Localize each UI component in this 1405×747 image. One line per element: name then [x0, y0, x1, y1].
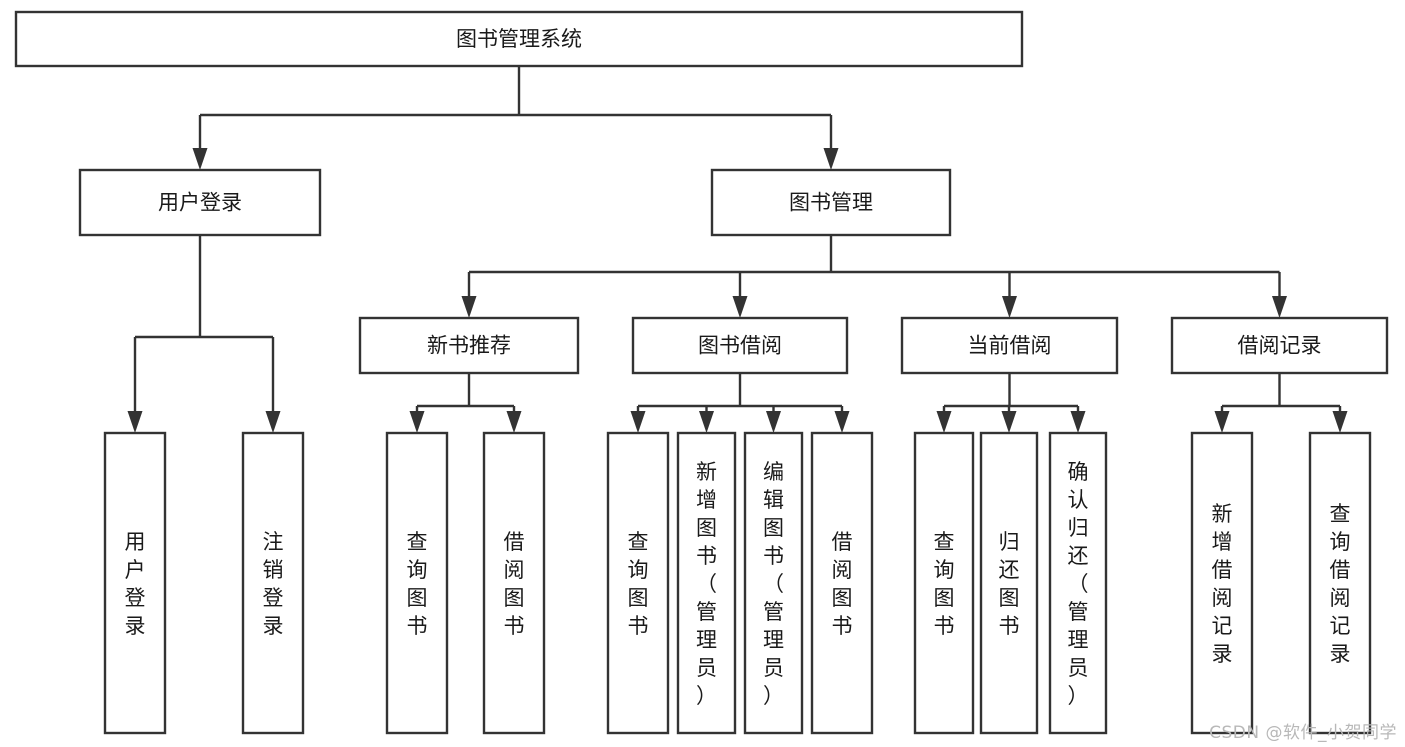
- connector-bus-current-borrow: [936, 373, 1086, 433]
- node-box[interactable]: [1170, 316, 1389, 375]
- node-label: 新增借阅记录: [1212, 502, 1233, 666]
- arrow-head-icon: [409, 411, 425, 433]
- node-borrow-record[interactable]: 借阅记录: [1170, 316, 1389, 375]
- connector-layer: [127, 66, 1348, 433]
- arrow-head-icon: [1272, 296, 1287, 318]
- arrow-head-icon: [936, 411, 952, 433]
- node-box[interactable]: [676, 431, 737, 735]
- node-leaf-user-login[interactable]: 用户登录: [103, 431, 167, 735]
- node-book-management[interactable]: 图书管理: [710, 168, 952, 237]
- node-book-borrow[interactable]: 图书借阅: [631, 316, 849, 375]
- node-label: 查询图书: [628, 530, 649, 638]
- node-leaf-confirm-return-admin[interactable]: 确认归还（管理员）: [1048, 431, 1108, 735]
- node-box[interactable]: [979, 431, 1039, 735]
- arrow-head-icon: [127, 411, 143, 433]
- node-label: 归还图书: [999, 530, 1020, 638]
- node-box[interactable]: [482, 431, 546, 735]
- connector-bus-root: [192, 66, 839, 170]
- node-label: 编辑图书（管理员）: [763, 460, 784, 708]
- arrow-head-icon: [192, 148, 208, 170]
- node-label: 图书借阅: [698, 334, 782, 358]
- arrow-head-icon: [461, 296, 477, 318]
- node-label: 借阅图书: [504, 530, 525, 638]
- arrow-head-icon: [1070, 411, 1086, 433]
- node-label: 新书推荐: [427, 334, 511, 358]
- node-label: 当前借阅: [968, 334, 1052, 358]
- node-label: 用户登录: [158, 191, 242, 215]
- node-box[interactable]: [900, 316, 1119, 375]
- node-leaf-borrow-book[interactable]: 借阅图书: [810, 431, 874, 735]
- arrow-head-icon: [766, 411, 781, 433]
- node-new-book-recommend[interactable]: 新书推荐: [358, 316, 580, 375]
- node-leaf-query-borrow-record[interactable]: 查询借阅记录: [1308, 431, 1372, 735]
- arrow-head-icon: [732, 296, 748, 318]
- node-box[interactable]: [913, 431, 975, 735]
- node-label: 确认归还（管理员）: [1068, 460, 1089, 708]
- arrow-head-icon: [834, 411, 850, 433]
- node-user-login[interactable]: 用户登录: [78, 168, 322, 237]
- arrow-head-icon: [265, 411, 281, 433]
- node-leaf-add-book-admin[interactable]: 新增图书（管理员）: [676, 431, 737, 735]
- node-label: 查询图书: [407, 530, 428, 638]
- node-box[interactable]: [241, 431, 305, 735]
- arrow-head-icon: [1001, 411, 1017, 433]
- node-box[interactable]: [103, 431, 167, 735]
- node-box[interactable]: [810, 431, 874, 735]
- node-leaf-logout[interactable]: 注销登录: [241, 431, 305, 735]
- node-box[interactable]: [358, 316, 580, 375]
- node-root[interactable]: 图书管理系统: [14, 10, 1024, 68]
- watermark-label: CSDN @软件_小贺同学: [1209, 723, 1397, 743]
- node-box[interactable]: [78, 168, 322, 237]
- node-label: 查询图书: [934, 530, 955, 638]
- node-leaf-return-book[interactable]: 归还图书: [979, 431, 1039, 735]
- node-box[interactable]: [606, 431, 670, 735]
- node-box[interactable]: [14, 10, 1024, 68]
- node-leaf-query-book-recommend[interactable]: 查询图书: [385, 431, 449, 735]
- node-box[interactable]: [1048, 431, 1108, 735]
- node-leaf-edit-book-admin[interactable]: 编辑图书（管理员）: [743, 431, 804, 735]
- node-label: 查询借阅记录: [1330, 502, 1351, 666]
- connector-bus-borrow-record: [1214, 373, 1348, 433]
- node-label: 图书管理系统: [456, 27, 582, 51]
- arrow-head-icon: [1002, 296, 1017, 318]
- node-label: 新增图书（管理员）: [696, 460, 717, 708]
- connector-bus-user-login: [127, 235, 281, 433]
- arrow-head-icon: [506, 411, 522, 433]
- node-leaf-add-borrow-record[interactable]: 新增借阅记录: [1190, 431, 1254, 735]
- connector-bus-book-management: [461, 235, 1287, 318]
- node-box[interactable]: [1190, 431, 1254, 735]
- node-label: 图书管理: [789, 191, 873, 215]
- node-box[interactable]: [743, 431, 804, 735]
- node-label: 借阅图书: [832, 530, 853, 638]
- node-label: 借阅记录: [1238, 334, 1322, 358]
- connector-bus-new-book-recommend: [409, 373, 522, 433]
- node-leaf-query-book-borrow[interactable]: 查询图书: [606, 431, 670, 735]
- node-label: 用户登录: [125, 530, 146, 638]
- arrow-head-icon: [699, 411, 714, 433]
- node-box[interactable]: [710, 168, 952, 237]
- node-leaf-query-book-current[interactable]: 查询图书: [913, 431, 975, 735]
- node-label: 注销登录: [263, 530, 284, 638]
- node-box[interactable]: [631, 316, 849, 375]
- node-box[interactable]: [1308, 431, 1372, 735]
- arrow-head-icon: [823, 148, 839, 170]
- arrow-head-icon: [1214, 411, 1230, 433]
- connector-bus-book-borrow: [630, 373, 850, 433]
- node-current-borrow[interactable]: 当前借阅: [900, 316, 1119, 375]
- arrow-head-icon: [630, 411, 646, 433]
- node-leaf-borrow-book-recommend[interactable]: 借阅图书: [482, 431, 546, 735]
- arrow-head-icon: [1332, 411, 1348, 433]
- node-box[interactable]: [385, 431, 449, 735]
